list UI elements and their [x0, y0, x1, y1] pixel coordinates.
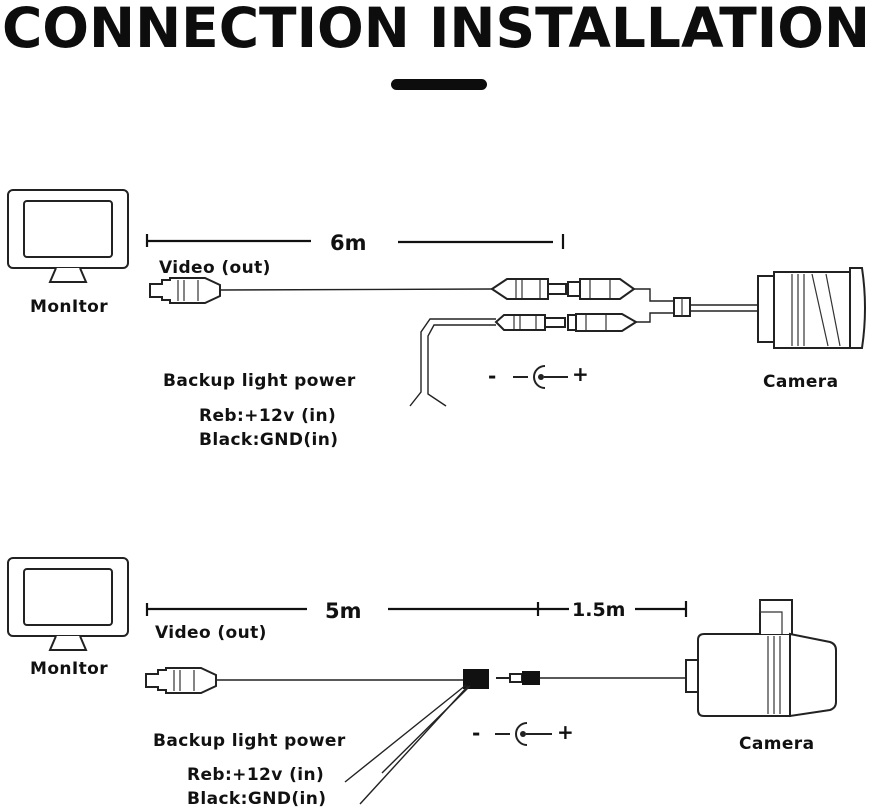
- camera-icon: [757, 267, 866, 349]
- video-out-label: Video (out): [159, 258, 271, 278]
- junction-box-icon: [463, 669, 489, 689]
- video-connector-icon: [490, 278, 636, 300]
- diagram-2: MonItor 5m 1.5m Video (out): [7, 557, 837, 809]
- video-out-label: Video (out): [155, 623, 267, 643]
- camera-icon: [685, 599, 837, 718]
- length-dimension: [145, 234, 565, 249]
- svg-text:-: -: [472, 721, 480, 745]
- monitor-icon: [7, 557, 129, 651]
- svg-text:+: +: [572, 362, 589, 386]
- title-underline: [391, 79, 487, 90]
- red-wire-label: Reb:+12v (in): [199, 406, 336, 426]
- dc-polarity-icon: - +: [472, 720, 574, 746]
- cable-splitter-icon: [673, 297, 691, 317]
- power-connector-icon: [494, 313, 638, 332]
- monitor-icon: [7, 189, 129, 283]
- rca-plug-icon: [149, 277, 221, 304]
- camera-label: Camera: [763, 372, 838, 392]
- cable-length-camera-label: 1.5m: [572, 599, 625, 621]
- cable-length-label: 6m: [330, 231, 367, 255]
- black-wire-label: Black:GND(in): [187, 789, 326, 809]
- length-dimension: [145, 601, 688, 617]
- cable-length-main-label: 5m: [325, 599, 362, 623]
- diagram-1: MonItor 6m Video (out): [7, 189, 866, 450]
- monitor-label: MonItor: [30, 659, 108, 679]
- red-wire-label: Reb:+12v (in): [187, 765, 324, 785]
- dc-jack-icon: [496, 671, 540, 685]
- svg-text:-: -: [488, 364, 496, 388]
- backup-power-label: Backup light power: [153, 731, 346, 751]
- backup-power-label: Backup light power: [163, 371, 356, 391]
- svg-text:+: +: [557, 720, 574, 744]
- rca-plug-icon: [145, 667, 217, 694]
- camera-label: Camera: [739, 734, 814, 754]
- dc-polarity-icon: - +: [488, 362, 589, 389]
- page-title: CONNECTION INSTALLATION: [1, 0, 871, 60]
- monitor-label: MonItor: [30, 297, 108, 317]
- black-wire-label: Black:GND(in): [199, 430, 338, 450]
